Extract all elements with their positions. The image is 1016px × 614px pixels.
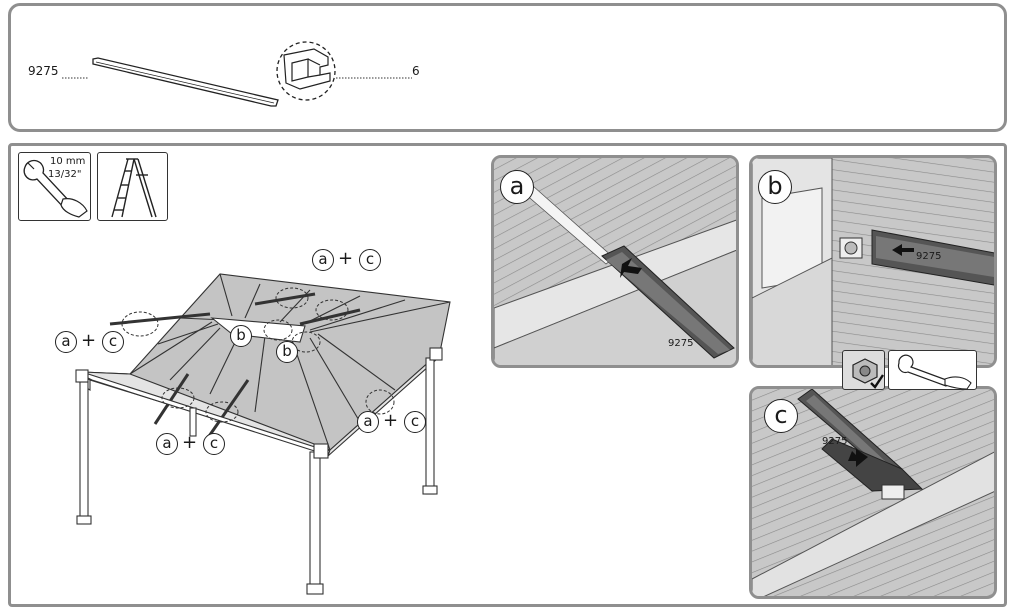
detail-c-letter: c [764,399,798,433]
wrench-size-mm: 10 mm [50,156,86,167]
detail-c-panel: c 9275 [749,386,997,599]
detail-a-letter: a [500,170,534,204]
callout-a-left: a [55,331,77,353]
detail-a-panel: a 9275 [491,155,739,368]
callout-b-right: b [276,341,298,363]
callout-plus-top: + [338,248,354,269]
callout-c-bottom: c [203,433,225,455]
callout-a-bottom: a [156,433,178,455]
callout-a-right: a [357,411,379,433]
detail-b-illustration [752,158,994,365]
callout-plus-bottom: + [182,432,198,453]
part-code-label: 9275 [28,64,59,78]
detail-b-part-code: 9275 [916,251,942,262]
callout-a-top: a [312,249,334,271]
part-quantity-label: 6 [412,64,420,78]
ladder-tool-box [97,152,168,221]
callout-plus-left: + [81,330,97,351]
nut-detail-box [842,350,885,390]
detail-a-part-code: 9275 [668,338,694,349]
detail-b-panel: b 9275 [749,155,997,368]
callout-c-top: c [359,249,381,271]
detail-c-part-code: 9275 [822,436,848,447]
parts-illustration [62,41,412,107]
callout-c-left: c [102,331,124,353]
parts-panel: 9275 6 [8,3,1007,132]
wrench-tool-box: 10 mm 13/32" [18,152,91,221]
callout-b-center: b [230,325,252,347]
ladder-icon [111,158,157,218]
wrench-small-icon [897,354,972,390]
detail-a-illustration [494,158,736,365]
wrench-size-in: 13/32" [48,169,82,180]
nut-icon [852,358,884,389]
callout-c-right: c [404,411,426,433]
detail-b-letter: b [758,170,792,204]
wrench-icon [23,159,88,218]
callout-plus-right: + [383,410,399,431]
gazebo-illustration [75,273,451,595]
wrench-detail-box [888,350,977,390]
